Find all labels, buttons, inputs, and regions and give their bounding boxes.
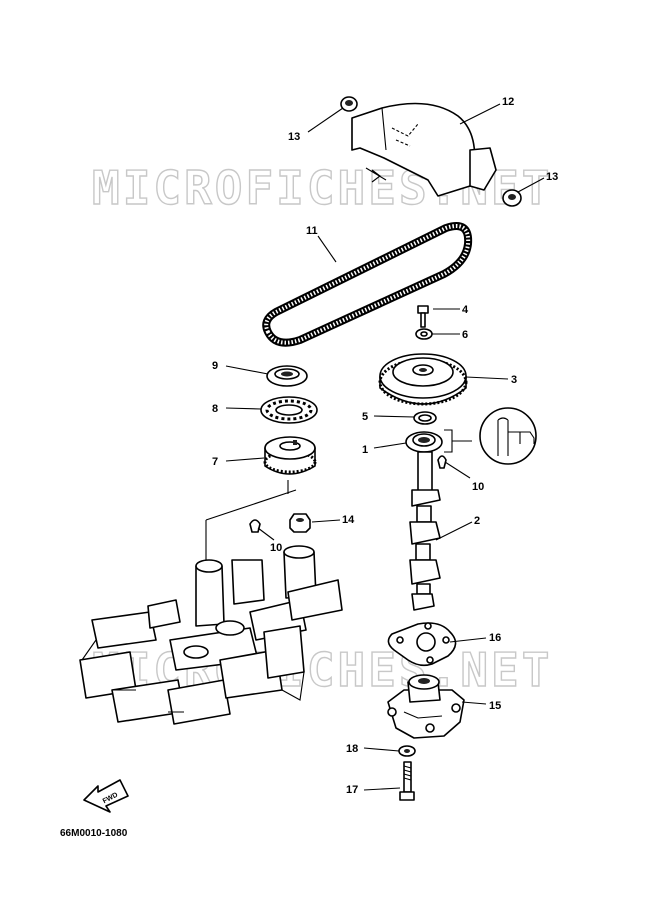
callout-10-left: 10 [270, 542, 282, 554]
callout-7: 7 [212, 456, 218, 468]
callout-numbers: 13 12 13 11 4 6 3 5 1 10 2 9 8 7 10 14 1… [212, 96, 558, 796]
grommet-top [340, 96, 358, 112]
callout-15: 15 [489, 700, 501, 712]
collar [260, 396, 318, 424]
callout-9: 9 [212, 360, 218, 372]
camshaft-pulley [378, 353, 468, 406]
callout-2: 2 [474, 515, 480, 527]
callout-10-right: 10 [472, 481, 484, 493]
oil-pump-bolt [399, 761, 415, 801]
callout-17: 17 [346, 784, 358, 796]
grommet-right [502, 189, 522, 207]
detail-magnifier [444, 407, 537, 465]
woodruff-key-crankshaft [249, 519, 261, 533]
callout-12: 12 [502, 96, 514, 108]
callout-16: 16 [489, 632, 501, 644]
crankshaft-oil-seal [266, 365, 308, 387]
diagram-code: 66M0010-1080 [60, 828, 128, 839]
callout-18: 18 [346, 743, 358, 755]
oil-seal [405, 431, 443, 453]
callout-11: 11 [306, 225, 318, 237]
callout-5: 5 [362, 411, 368, 423]
callout-13-right: 13 [546, 171, 558, 183]
crankshaft-nut [289, 513, 311, 533]
callout-1: 1 [362, 444, 368, 456]
o-ring [413, 411, 437, 425]
crankshaft-pulley [263, 436, 317, 475]
oil-pump-gasket [387, 622, 457, 667]
timing-belt-cover [351, 102, 497, 197]
timing-belt [262, 222, 473, 347]
forward-arrow-icon: FWD [83, 779, 129, 813]
washer [415, 328, 433, 340]
callout-13-top: 13 [288, 131, 300, 143]
engine-block [79, 480, 343, 725]
callout-6: 6 [462, 329, 468, 341]
callout-4: 4 [462, 304, 469, 316]
callout-14: 14 [342, 514, 355, 526]
pulley-bolt [417, 305, 429, 328]
leader-lines [225, 103, 545, 791]
woodruff-key-camshaft [437, 455, 447, 469]
camshaft [409, 451, 441, 611]
oil-pump [387, 674, 465, 739]
callout-3: 3 [511, 374, 517, 386]
callout-8: 8 [212, 403, 218, 415]
washer-small [398, 745, 416, 757]
